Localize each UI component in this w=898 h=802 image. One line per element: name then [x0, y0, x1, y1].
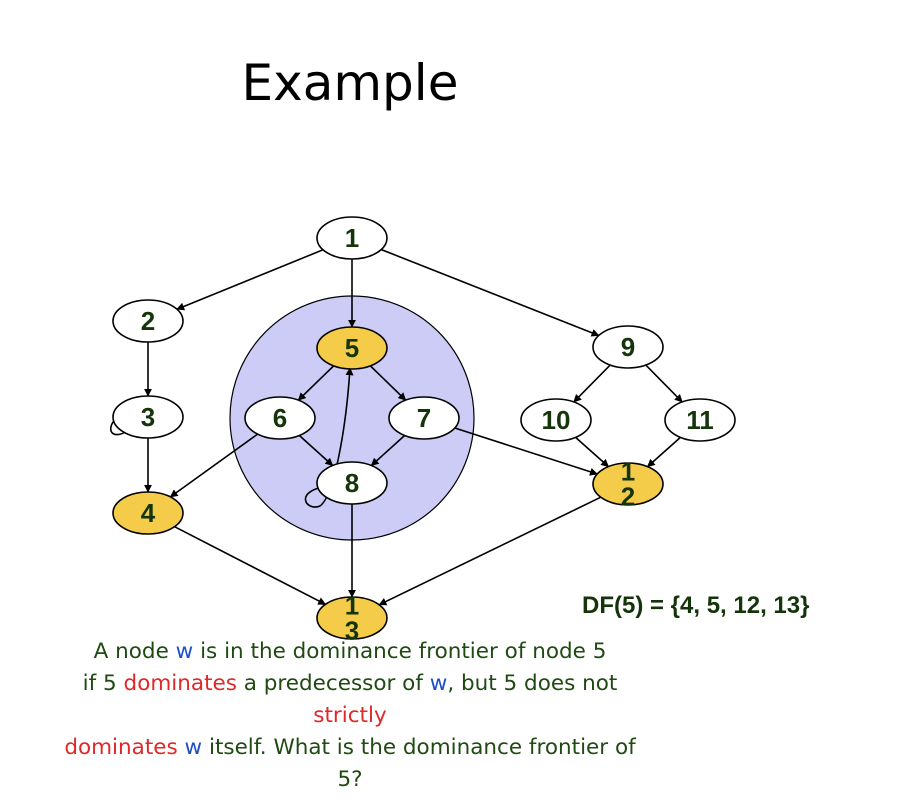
node-9-label: 9 [621, 332, 635, 362]
keyword-dominates: dominates [123, 671, 237, 696]
node-1: 1 [316, 216, 388, 260]
edge-4-13 [174, 525, 327, 606]
edge-9-11 [645, 364, 683, 403]
node-12: 12 [592, 457, 664, 512]
node-2-shape [112, 299, 184, 343]
node-9-shape [592, 325, 664, 369]
node-11: 11 [664, 398, 736, 442]
keyword-strictly: strictly [313, 703, 387, 728]
node-5-label: 5 [345, 333, 359, 363]
explanation-line-5: 5? [337, 767, 363, 792]
node-8-shape [316, 461, 388, 505]
node-4-shape [112, 491, 184, 535]
node-5: 5 [316, 326, 388, 370]
node-3-label: 3 [141, 402, 155, 432]
edge-7-12 [454, 427, 598, 476]
edge-1-9 [380, 248, 600, 337]
explanation-line-2: if 5 dominates a predecessor of w, but 5… [82, 671, 618, 696]
node-6-shape [244, 396, 316, 440]
node-11-shape [664, 398, 736, 442]
node-7-shape [388, 396, 460, 440]
node-4: 4 [112, 491, 184, 535]
edge-12-13 [378, 496, 602, 606]
node-3-shape [112, 395, 184, 439]
slide-title: Example [241, 54, 459, 112]
node-7-label: 7 [417, 403, 431, 433]
node-12-label: 1 [621, 457, 635, 487]
edge-9-10 [573, 364, 611, 403]
keyword-w: w [184, 735, 203, 760]
edge-6-8 [298, 434, 334, 467]
node-2: 2 [112, 299, 184, 343]
explanation-text: A node w is in the dominance frontier of… [0, 636, 700, 796]
node-5-shape [316, 326, 388, 370]
node-9: 9 [592, 325, 664, 369]
node-4-label: 4 [141, 498, 156, 528]
edge-1-2 [176, 249, 324, 311]
node-12-shape [592, 462, 664, 506]
node-13-shape [316, 596, 388, 640]
explanation-line-1: A node w is in the dominance frontier of… [93, 639, 607, 664]
keyword-w: w [175, 639, 194, 664]
node-8: 8 [316, 461, 388, 505]
node-10-label: 10 [542, 405, 571, 435]
edge-5-6 [297, 365, 335, 401]
node-12-label: 2 [621, 482, 635, 512]
keyword-dominates: dominates [64, 735, 178, 760]
node-7: 7 [388, 396, 460, 440]
edge-10-12 [575, 436, 610, 468]
edges-layer [109, 248, 683, 606]
node-10-shape [520, 398, 592, 442]
node-13-label: 3 [345, 616, 359, 641]
node-6: 6 [244, 396, 316, 440]
node-6-label: 6 [273, 403, 287, 433]
dominance-frontier-result: DF(5) = {4, 5, 12, 13} [582, 592, 810, 619]
edge-7-8 [370, 434, 406, 467]
explanation-line-4: dominates w itself. What is the dominanc… [64, 735, 636, 760]
node-8-label: 8 [345, 468, 359, 498]
edge-11-12 [646, 436, 681, 468]
node-3: 3 [112, 395, 184, 439]
edge-6-4 [169, 433, 259, 498]
node-1-shape [316, 216, 388, 260]
keyword-w: w [429, 671, 448, 696]
node-10: 10 [520, 398, 592, 442]
node-1-label: 1 [345, 223, 359, 253]
node-11-label: 11 [686, 405, 714, 435]
edge-5-7 [369, 365, 407, 401]
node-13: 13 [316, 591, 388, 641]
node-2-label: 2 [141, 306, 155, 336]
edge-8-5 [304, 367, 354, 508]
node-13-label: 1 [345, 591, 359, 621]
explanation-line-3: strictly [0, 700, 700, 732]
